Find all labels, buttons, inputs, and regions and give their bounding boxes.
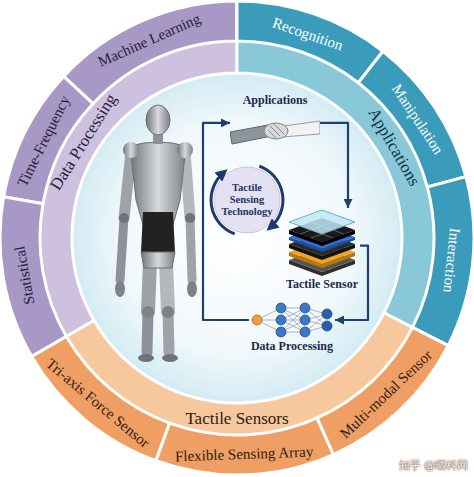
- robot-corset: [141, 212, 175, 252]
- sector-fill: [156, 418, 333, 475]
- sector-fill: [32, 337, 170, 461]
- clasped-hands: [264, 123, 288, 139]
- center-label: Tactile Sensing Technology: [217, 182, 277, 218]
- robot-leg: [148, 262, 150, 312]
- neuron: [276, 327, 286, 337]
- handshake-icon: [230, 108, 320, 152]
- flow-arrow: [320, 123, 348, 208]
- robot-knee: [162, 306, 174, 318]
- robot-leg: [168, 312, 169, 352]
- robot-arm: [185, 152, 190, 218]
- ring-label: Multi-modal Sensor: [336, 347, 435, 442]
- sector-fill: [358, 51, 466, 187]
- robot-head: [146, 105, 170, 135]
- application-node: Applications: [230, 94, 320, 152]
- neuron: [276, 315, 286, 325]
- ring-label: Tri-axis Force Sensor: [43, 356, 153, 452]
- robot-arm: [124, 152, 131, 218]
- output-neuron: [322, 321, 332, 331]
- robot-leg: [147, 312, 148, 352]
- sensor-stack-icon: [287, 208, 357, 278]
- node-label: Tactile Sensor: [284, 278, 360, 292]
- sector-fill: [237, 1, 383, 83]
- robot-shoulder: [123, 142, 139, 158]
- sector-fill: [413, 177, 474, 346]
- neuron: [300, 303, 310, 313]
- node-label: Data Processing: [249, 340, 335, 354]
- robot-arm: [120, 218, 124, 280]
- robot-elbow: [119, 213, 129, 223]
- robot-knee: [142, 306, 154, 318]
- neuron: [276, 303, 286, 313]
- sector-fill: [0, 1, 237, 357]
- network-links: [257, 308, 327, 332]
- robot-figure: [115, 105, 197, 362]
- layer-top: [289, 210, 355, 234]
- sector-fill: [317, 327, 448, 454]
- sector-fill: [237, 1, 474, 346]
- output-neuron: [322, 309, 332, 319]
- robot-pelvis: [141, 252, 175, 268]
- processing-node: Data Processing: [249, 300, 335, 354]
- sensor-node: Tactile Sensor: [284, 208, 360, 292]
- inner-circle: [72, 73, 402, 403]
- robot-shoulder: [177, 142, 193, 158]
- sector-fill: [0, 197, 66, 357]
- robot-foot: [138, 354, 154, 362]
- robot-leg: [166, 262, 168, 312]
- sector-fill: [64, 1, 237, 104]
- watermark: 知乎 @晒科网: [399, 458, 469, 473]
- text-holder: Tactile Sensing Technology: [217, 161, 277, 239]
- sector-fill: [4, 76, 93, 203]
- ring-label: Tactile Sensors: [185, 410, 288, 429]
- neuron: [300, 315, 310, 325]
- robot-hand: [115, 281, 125, 297]
- robot-foot: [162, 354, 178, 362]
- robot-elbow: [185, 213, 195, 223]
- center-circle: Tactile Sensing Technology: [208, 161, 286, 239]
- node-label: Applications: [241, 94, 310, 108]
- neuron: [300, 327, 310, 337]
- neural-network-icon: [249, 300, 335, 340]
- finger-lines: [268, 124, 284, 138]
- sector-fill: [32, 313, 448, 475]
- input-neuron: [252, 315, 262, 325]
- robot-hand: [187, 281, 197, 297]
- cycle-disc: [214, 167, 280, 233]
- robot-arm: [190, 218, 192, 280]
